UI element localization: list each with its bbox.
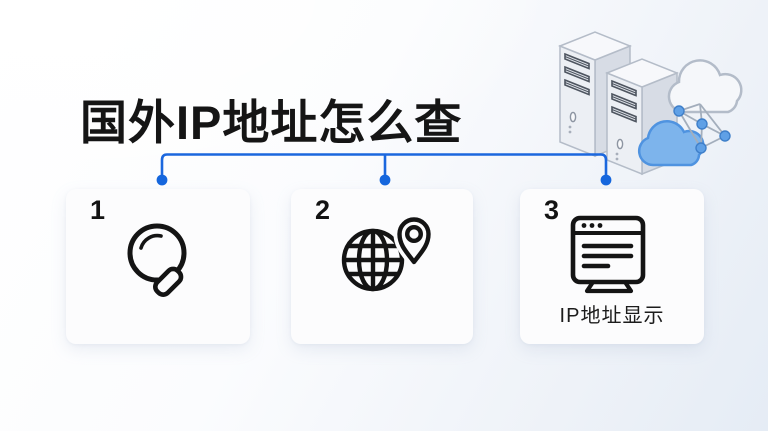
- blue-cloud-icon: [637, 119, 705, 167]
- step-number: 3: [544, 195, 560, 225]
- step-number: 1: [90, 195, 106, 225]
- step-card-3: 3 IP地址显示: [520, 189, 704, 344]
- connector-dot-1: [156, 174, 168, 186]
- servers-clouds-network-illustration: [557, 31, 743, 176]
- globe-location-pin-icon: [341, 213, 433, 292]
- step-card-1: 1: [66, 189, 250, 344]
- connector-dot-2: [379, 174, 391, 186]
- browser-window-icon: [570, 215, 646, 294]
- network-graph-icon: [673, 103, 731, 154]
- step-label: IP地址显示: [559, 305, 665, 327]
- white-cloud-icon: [667, 59, 743, 114]
- step-number: 2: [315, 195, 331, 225]
- step-card-2: 2: [291, 189, 473, 344]
- magnifier-icon: [127, 223, 187, 298]
- page-title: 国外IP地址怎么查: [80, 96, 463, 149]
